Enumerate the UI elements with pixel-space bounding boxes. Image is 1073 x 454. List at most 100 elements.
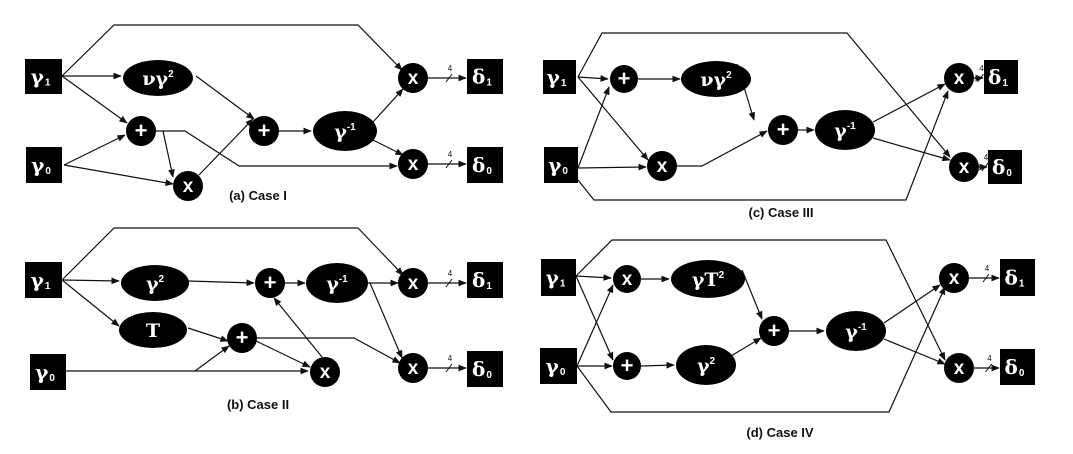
output-node-d0: δ0 xyxy=(467,147,503,183)
node-label: + xyxy=(768,318,781,343)
output-node-d0: δ0 xyxy=(988,150,1022,184)
bus-slash xyxy=(445,159,453,169)
wire xyxy=(883,338,946,365)
multiplier-node: x xyxy=(939,263,969,293)
bus-slash xyxy=(445,278,453,288)
wire xyxy=(162,130,175,178)
caption: (a) Case I xyxy=(229,188,287,203)
output-node-d0: δ0 xyxy=(1000,349,1035,385)
wire xyxy=(576,286,946,413)
node-label: γ2 xyxy=(146,273,165,295)
multiplier-node: x xyxy=(944,63,974,93)
wire xyxy=(730,337,762,357)
wire xyxy=(872,83,946,123)
node-label: + xyxy=(236,325,249,350)
wire xyxy=(577,163,647,171)
adder-node: + xyxy=(759,316,789,346)
node-label: γT2 xyxy=(692,269,725,291)
wire xyxy=(61,75,128,124)
wire xyxy=(273,297,323,358)
function-node: γ-1 xyxy=(306,263,368,303)
bus-slash xyxy=(445,363,453,373)
caption: (c) Case III xyxy=(748,205,813,220)
node-label: νγ2 xyxy=(142,68,174,90)
wire xyxy=(576,284,614,367)
node-label: x xyxy=(657,156,668,177)
bus-width-label: 4 xyxy=(448,269,453,278)
node-label: γ-1 xyxy=(334,121,356,143)
panel-a-caption: (a) Case I xyxy=(229,188,287,203)
panel-a-wires: 44 xyxy=(61,24,467,187)
bus-width-label: 4 xyxy=(984,153,989,162)
bus-slash xyxy=(977,73,984,83)
multiplier-node: x xyxy=(398,63,428,93)
input-node-g0: γ0 xyxy=(544,147,578,183)
node-label: + xyxy=(258,118,271,143)
wire xyxy=(156,130,398,170)
function-node: γ2 xyxy=(676,345,736,385)
caption: (b) Case II xyxy=(227,397,289,412)
node-label: γ-1 xyxy=(845,321,867,343)
function-node: T xyxy=(119,312,187,348)
wire xyxy=(883,284,941,324)
node-label: + xyxy=(618,66,631,91)
bus-slash xyxy=(985,363,992,373)
wire xyxy=(194,345,230,372)
node-label: x xyxy=(408,154,419,175)
wire xyxy=(61,277,120,285)
adder-node: + xyxy=(613,352,641,380)
multiplier-node: x xyxy=(398,268,428,298)
panel-c-wires: 44 xyxy=(577,32,989,201)
bus-width-label: 4 xyxy=(448,150,453,159)
input-node-g1: γ1 xyxy=(25,262,62,298)
adder-node: + xyxy=(249,116,279,146)
wire xyxy=(575,275,614,361)
wire xyxy=(187,279,255,287)
adder-node: + xyxy=(255,268,285,298)
node-label: + xyxy=(264,270,277,295)
input-node-g1: γ1 xyxy=(543,60,576,94)
wire xyxy=(187,327,229,342)
output-node-d1: δ1 xyxy=(467,59,503,94)
wire xyxy=(872,137,951,162)
input-node-g0: γ0 xyxy=(540,348,577,384)
multiplier-node: x xyxy=(944,353,974,383)
node-label: x xyxy=(320,362,331,383)
adder-node: + xyxy=(610,65,638,93)
bus-width-label: 4 xyxy=(448,64,453,73)
wire xyxy=(195,75,255,120)
caption: (d) Case IV xyxy=(746,425,814,440)
multiplier-node: x xyxy=(310,357,340,387)
function-node: γT2 xyxy=(671,260,745,298)
node-label: x xyxy=(408,273,419,294)
bus-slash xyxy=(982,273,990,283)
node-label: x xyxy=(954,358,965,379)
wire xyxy=(61,24,403,77)
wire xyxy=(369,282,403,359)
node-label: γ-1 xyxy=(834,120,856,142)
node-label: νγ2 xyxy=(700,69,732,91)
node-label: x xyxy=(622,269,633,290)
multiplier-node: x xyxy=(613,265,641,293)
wire xyxy=(577,86,610,169)
wire xyxy=(640,361,675,369)
wire xyxy=(372,88,404,123)
wire xyxy=(677,130,768,167)
multiplier-node: x xyxy=(173,171,203,201)
wire xyxy=(741,269,763,320)
input-node-g1: γ1 xyxy=(25,59,62,94)
wire xyxy=(255,340,311,368)
wire xyxy=(63,164,174,187)
wire xyxy=(63,134,126,166)
node-label: γ-1 xyxy=(326,273,348,295)
panel-b-wires: 44 xyxy=(61,227,467,375)
bus-width-label: 4 xyxy=(987,354,992,363)
node-label: T xyxy=(146,320,160,342)
function-node: γ-1 xyxy=(815,110,875,150)
output-node-d1: δ1 xyxy=(1000,259,1035,296)
wire xyxy=(198,118,254,176)
